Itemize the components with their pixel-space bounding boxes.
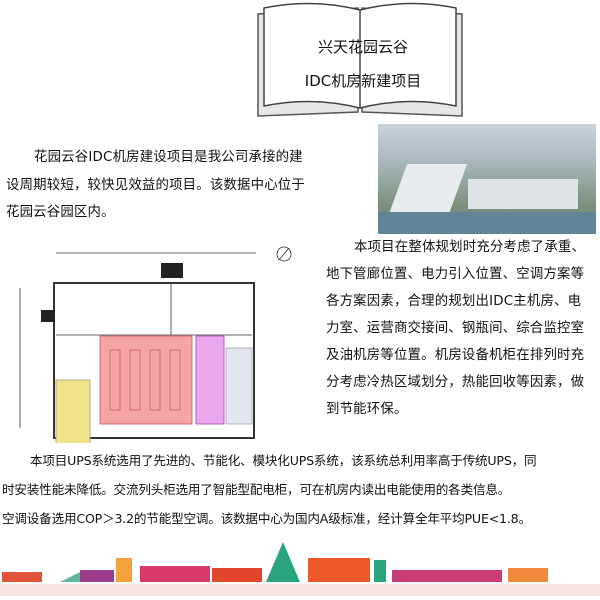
- planning-line: 到节能环保。: [326, 402, 408, 417]
- title-line-2: IDC机房新建项目: [304, 72, 422, 90]
- aerial-campus-photo: [378, 124, 596, 234]
- intro-paragraph: 花园云谷IDC机房建设项目是我公司承接的建 设周期较短，较快见效益的项目。该数据…: [6, 144, 378, 227]
- planning-line: 各方案因素，合理的规划出IDC主机房、电: [326, 294, 582, 309]
- planning-line: 本项目在整体规划时充分考虑了承重、: [354, 240, 586, 255]
- planning-line: 地下管廊位置、电力引入位置、空调方案等: [326, 267, 585, 282]
- intro-line: 设周期较短，较快见效益的项目。该数据中心位于: [6, 177, 305, 193]
- planning-line: 及油机房等位置。机房设备机柜在排列时充: [326, 348, 585, 363]
- ups-paragraph: 本项目UPS系统选用了先进的、节能化、模块化UPS系统，该系统总利用率高于传统U…: [2, 446, 600, 533]
- title-line-1: 兴天花园云谷: [317, 38, 408, 56]
- ups-line: 时安装性能未降低。交流列头柜选用了智能型配电柜，可在机房内读出电能使用的各类信息…: [2, 482, 511, 497]
- planning-paragraph: 本项目在整体规划时充分考虑了承重、 地下管廊位置、电力引入位置、空调方案等 各方…: [326, 234, 600, 423]
- planning-line: 分考虑冷热区域划分，热能回收等因素，做: [326, 375, 585, 390]
- open-book-illustration: [257, 2, 463, 117]
- floor-plan-drawing: [19, 246, 292, 443]
- planning-line: 力室、运营商交接间、钢瓶间、综合监控室: [326, 321, 585, 336]
- intro-line: 花园云谷园区内。: [6, 205, 115, 220]
- intro-line: 花园云谷IDC机房建设项目是我公司承接的建: [34, 150, 303, 165]
- ups-line: 本项目UPS系统选用了先进的、节能化、模块化UPS系统，该系统总利用率高于传统U…: [30, 453, 537, 468]
- ups-line: 空调设备选用COP＞3.2的节能型空调。该数据中心为国内A级标准，经计算全年平均…: [2, 511, 531, 526]
- city-skyline-decoration: [0, 542, 600, 596]
